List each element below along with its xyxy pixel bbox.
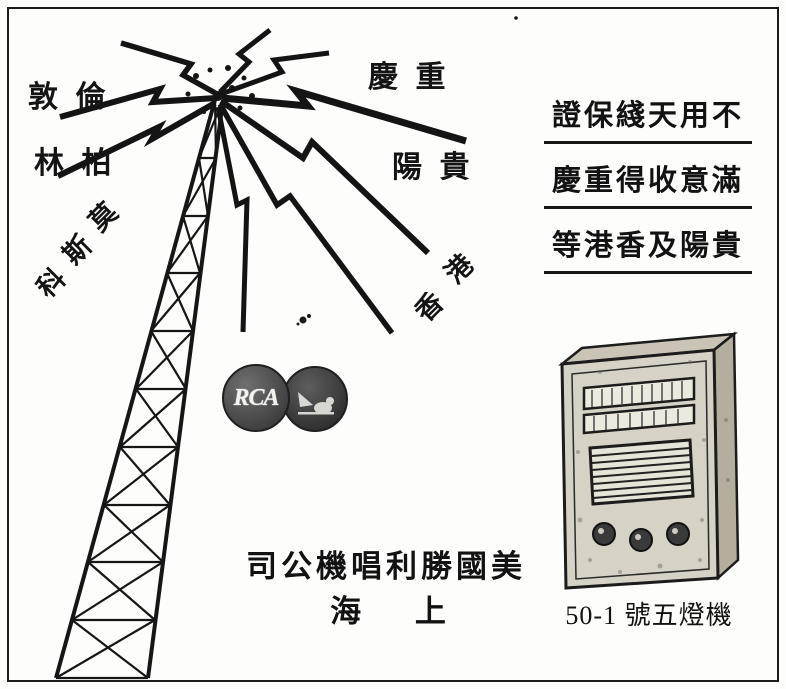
label-chongqing: 慶 重 (368, 61, 451, 94)
slogan-line: 證保綫天用不 (544, 92, 752, 144)
spark-burst-icon (185, 16, 518, 114)
label-hongkong: 港 香 (409, 248, 490, 328)
five-tube-radio-set (557, 331, 740, 590)
label-guiyang: 陽 貴 (392, 151, 475, 184)
shanghai-line: 海 上 (330, 594, 446, 629)
slogan-block: 證保綫天用不 慶重得收意滿 等港香及陽貴 (544, 92, 752, 287)
rca-monogram-icon: RCA (222, 364, 290, 432)
slogan-line: 等港香及陽貴 (544, 222, 752, 274)
label-moscow-char: 科 (31, 263, 72, 304)
rca-text: RCA (233, 384, 279, 411)
slogan-line: 慶重得收意滿 (544, 157, 752, 209)
his-masters-voice-dog-icon (282, 366, 348, 432)
lightning-bolt-icon (56, 28, 467, 335)
label-moscow-char: 斯 (57, 230, 98, 271)
label-hongkong-char: 港 (439, 249, 480, 290)
radio-model-caption: 50-1 號五燈機 (565, 601, 733, 630)
label-hongkong-char: 香 (409, 287, 450, 328)
label-berlin: 林 柏 (34, 147, 117, 180)
company-name-line: 司公機唱利勝國美 (246, 549, 526, 584)
ink-speck (296, 314, 311, 326)
label-moscow-char: 莫 (83, 197, 124, 238)
label-london: 敦 倫 (28, 81, 111, 114)
radio-mast-icon (54, 99, 225, 680)
rca-logo: RCA (222, 356, 358, 438)
label-moscow: 莫 斯 科 (31, 196, 132, 306)
